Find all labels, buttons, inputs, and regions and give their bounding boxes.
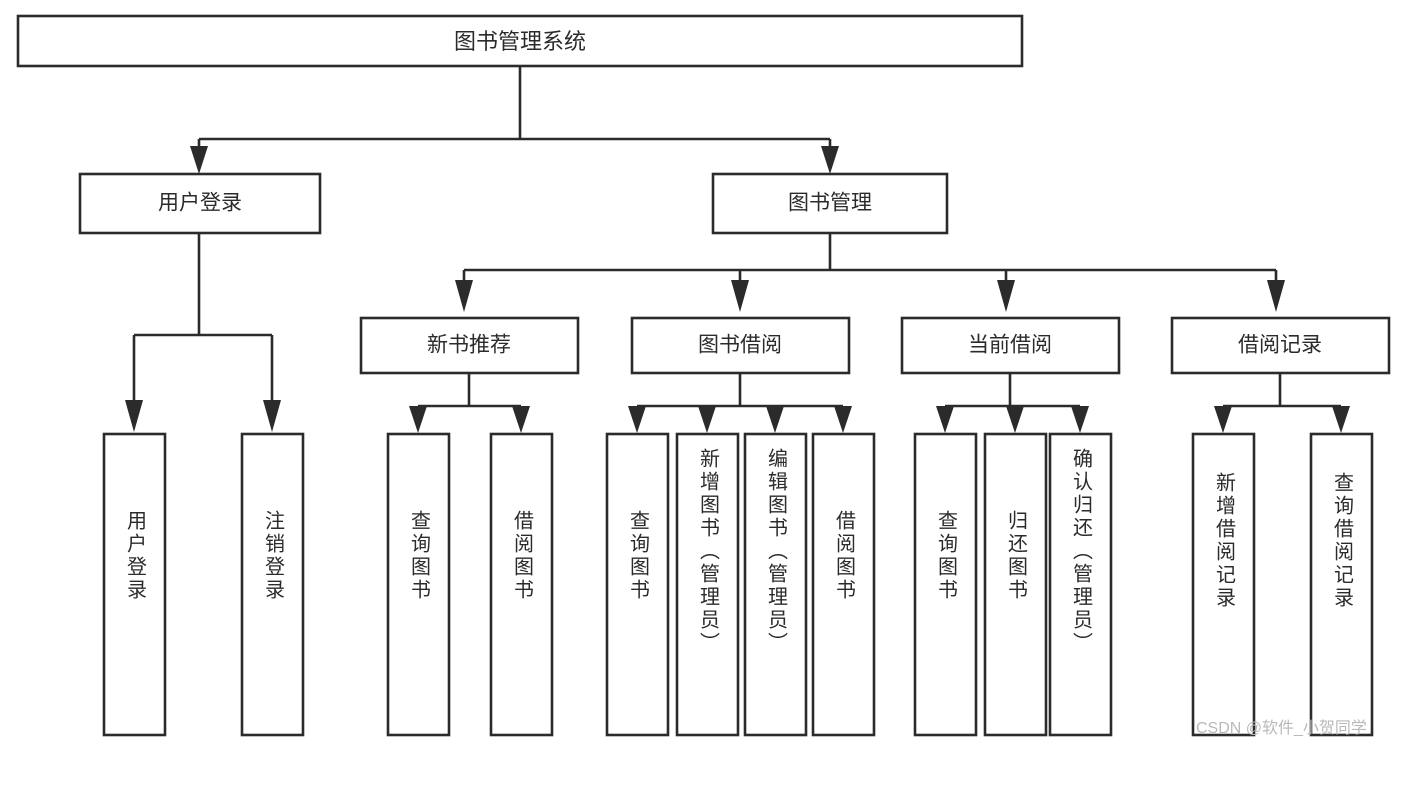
node-user-login-box[interactable] [78, 172, 322, 235]
node-book-mgmt[interactable]: 图书管理 [711, 172, 949, 235]
arrow-to-borrow-record [1267, 280, 1285, 312]
leaf-box-query-record[interactable] [1309, 432, 1374, 737]
arrow-to-return-book [1006, 406, 1024, 433]
leaf-boxes [102, 432, 1374, 737]
arrow-to-add-record [1214, 406, 1232, 433]
node-book-mgmt-label: 图书管理 [788, 192, 872, 215]
node-book-borrow[interactable]: 图书借阅 [630, 316, 851, 375]
arrow-to-book-borrow [731, 280, 749, 312]
node-new-book-rec-label: 新书推荐 [427, 334, 511, 357]
arrow-to-query-book-3 [936, 406, 954, 433]
node-current-borrow-box[interactable] [900, 316, 1121, 375]
leaf-box-add-book[interactable] [675, 432, 740, 737]
arrow-to-query-record [1332, 406, 1350, 433]
arrow-to-borrow-book-1 [512, 406, 530, 433]
arrow-to-edit-book [766, 406, 784, 433]
leaf-box-borrow-book-2[interactable] [811, 432, 876, 737]
node-root-box[interactable] [16, 14, 1024, 68]
node-book-borrow-box[interactable] [630, 316, 851, 375]
leaf-box-query-book-3[interactable] [913, 432, 978, 737]
connector-group-current-borrow [936, 373, 1089, 433]
leaf-box-return-book[interactable] [983, 432, 1048, 737]
arrow-to-confirm-return [1071, 406, 1089, 433]
arrow-to-borrow-book-2 [834, 406, 852, 433]
arrow-to-add-book [698, 406, 716, 433]
arrow-to-query-book-1 [409, 406, 427, 433]
node-user-login[interactable]: 用户登录 [78, 172, 322, 235]
arrow-user-logout-leaf [263, 400, 281, 432]
leaf-box-confirm-return[interactable] [1048, 432, 1113, 737]
node-user-login-label: 用户登录 [158, 192, 242, 215]
diagram-canvas: 图书管理系统 用户登录 图书管理 新书推荐 图书借阅 当前借阅 借阅记录 [16, 14, 1391, 737]
connector-group-borrow-record [1214, 373, 1350, 433]
connector-group-book-mgmt [455, 233, 1285, 312]
leaf-box-user-login[interactable] [102, 432, 167, 737]
arrow-user-login-leaf [125, 400, 143, 432]
connector-group-root [190, 66, 839, 174]
arrow-root-to-user-login [190, 146, 208, 174]
node-borrow-record[interactable]: 借阅记录 [1170, 316, 1391, 375]
node-borrow-record-label: 借阅记录 [1238, 334, 1322, 357]
connector-group-book-borrow [628, 373, 852, 433]
arrow-root-to-book-mgmt [821, 146, 839, 174]
arrow-to-query-book-2 [628, 406, 646, 433]
node-new-book-rec[interactable]: 新书推荐 [359, 316, 580, 375]
node-current-borrow[interactable]: 当前借阅 [900, 316, 1121, 375]
connector-group-new-book-rec [409, 373, 530, 433]
node-new-book-rec-box[interactable] [359, 316, 580, 375]
leaf-box-edit-book[interactable] [743, 432, 808, 737]
leaf-box-borrow-book-1[interactable] [489, 432, 554, 737]
leaf-box-query-book-1[interactable] [386, 432, 451, 737]
leaf-box-add-record[interactable] [1191, 432, 1256, 737]
node-root-label: 图书管理系统 [454, 29, 586, 54]
connector-group-user-login [125, 233, 281, 432]
arrow-to-current-borrow [997, 280, 1015, 312]
node-root[interactable]: 图书管理系统 [16, 14, 1024, 68]
node-book-borrow-label: 图书借阅 [698, 334, 782, 357]
leaf-box-query-book-2[interactable] [605, 432, 670, 737]
leaf-box-user-logout[interactable] [240, 432, 305, 737]
node-borrow-record-box[interactable] [1170, 316, 1391, 375]
arrow-to-new-book-rec [455, 280, 473, 312]
node-current-borrow-label: 当前借阅 [968, 334, 1052, 357]
node-book-mgmt-box[interactable] [711, 172, 949, 235]
